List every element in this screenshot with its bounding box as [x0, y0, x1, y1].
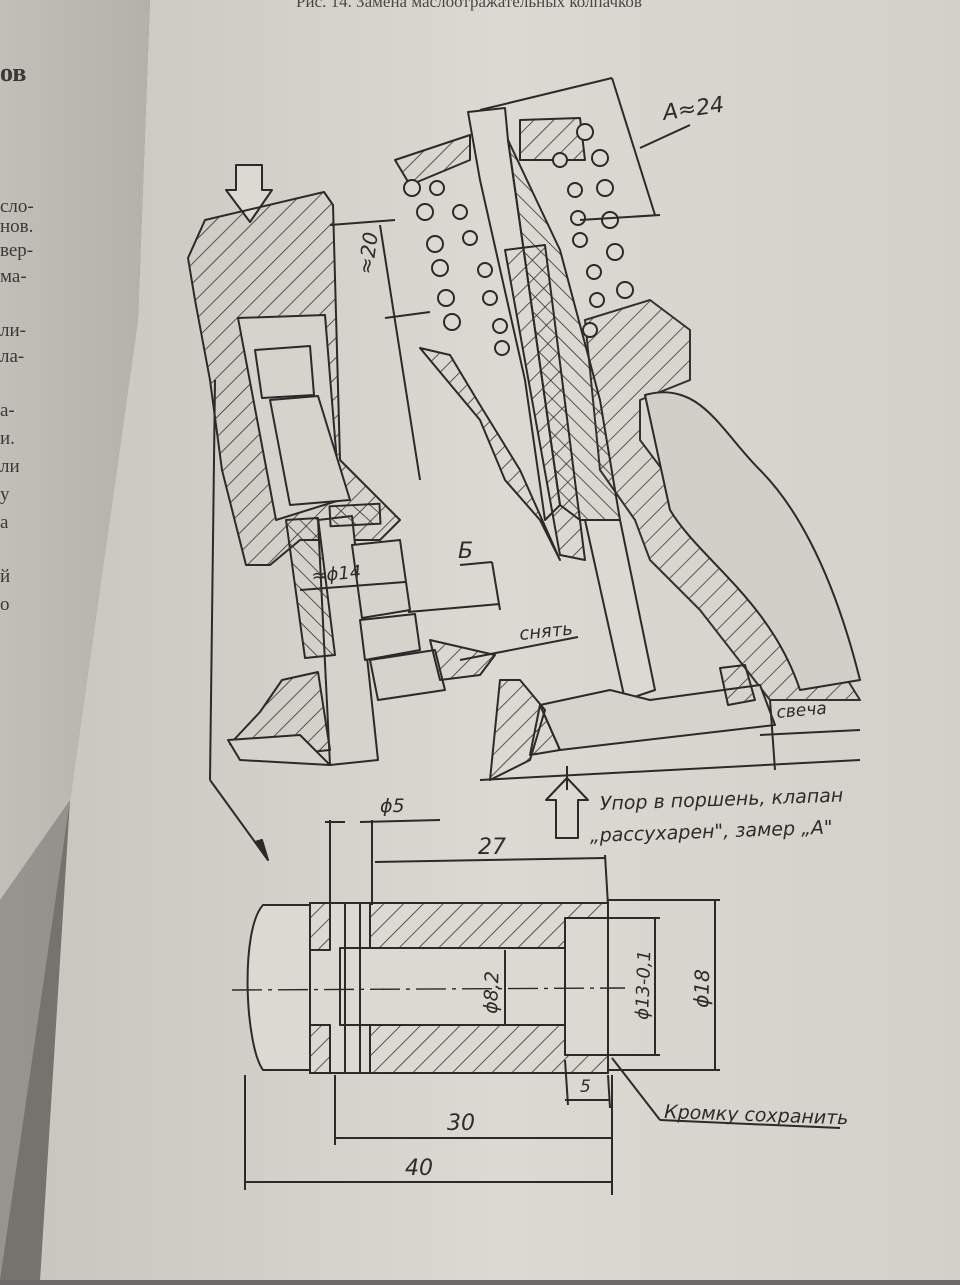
dim-approx-d14: ≈ϕ14 — [311, 562, 363, 587]
left-page-fragment: сло- — [0, 196, 34, 217]
dim-d8-2: ϕ8,2 — [480, 971, 503, 1014]
left-page-fragment: вер- — [0, 240, 34, 261]
label-spark-plug: свеча — [776, 699, 828, 723]
left-page-fragment: у — [0, 484, 10, 505]
left-page-fragment: ли — [0, 456, 20, 477]
dim-40: 40 — [405, 1156, 433, 1181]
dim-d18: ϕ18 — [689, 969, 714, 1008]
puller-tool-section — [187, 164, 579, 861]
left-page-fragment: ов — [0, 58, 27, 87]
left-page-fragment: о — [0, 594, 10, 615]
left-page-fragment: ли- — [0, 320, 26, 341]
left-page-fragment: й — [0, 566, 11, 587]
cylinder-head-section — [394, 77, 861, 839]
left-page-fragment: а — [0, 512, 9, 533]
figure-caption: Рис. 14. Замена маслоотражательных колпа… — [296, 0, 642, 11]
dim-approx-20: ≈20 — [353, 231, 383, 276]
dim-5: 5 — [580, 1077, 591, 1097]
dim-27: 27 — [478, 835, 506, 860]
dim-d13: ϕ13-0,1 — [632, 950, 655, 1021]
label-b: Б — [458, 539, 473, 564]
left-page-fragment: нов. — [0, 216, 34, 237]
dim-30: 30 — [447, 1111, 475, 1136]
dim-d5: ϕ5 — [380, 795, 405, 817]
left-page-fragment: ма- — [0, 266, 27, 287]
tool-detail-drawing — [231, 819, 841, 1195]
left-page-fragment: и. — [0, 428, 15, 449]
left-page-fragment: а- — [0, 400, 15, 421]
left-page-fragment: ла- — [0, 346, 25, 367]
page-shadow — [0, 800, 70, 1280]
